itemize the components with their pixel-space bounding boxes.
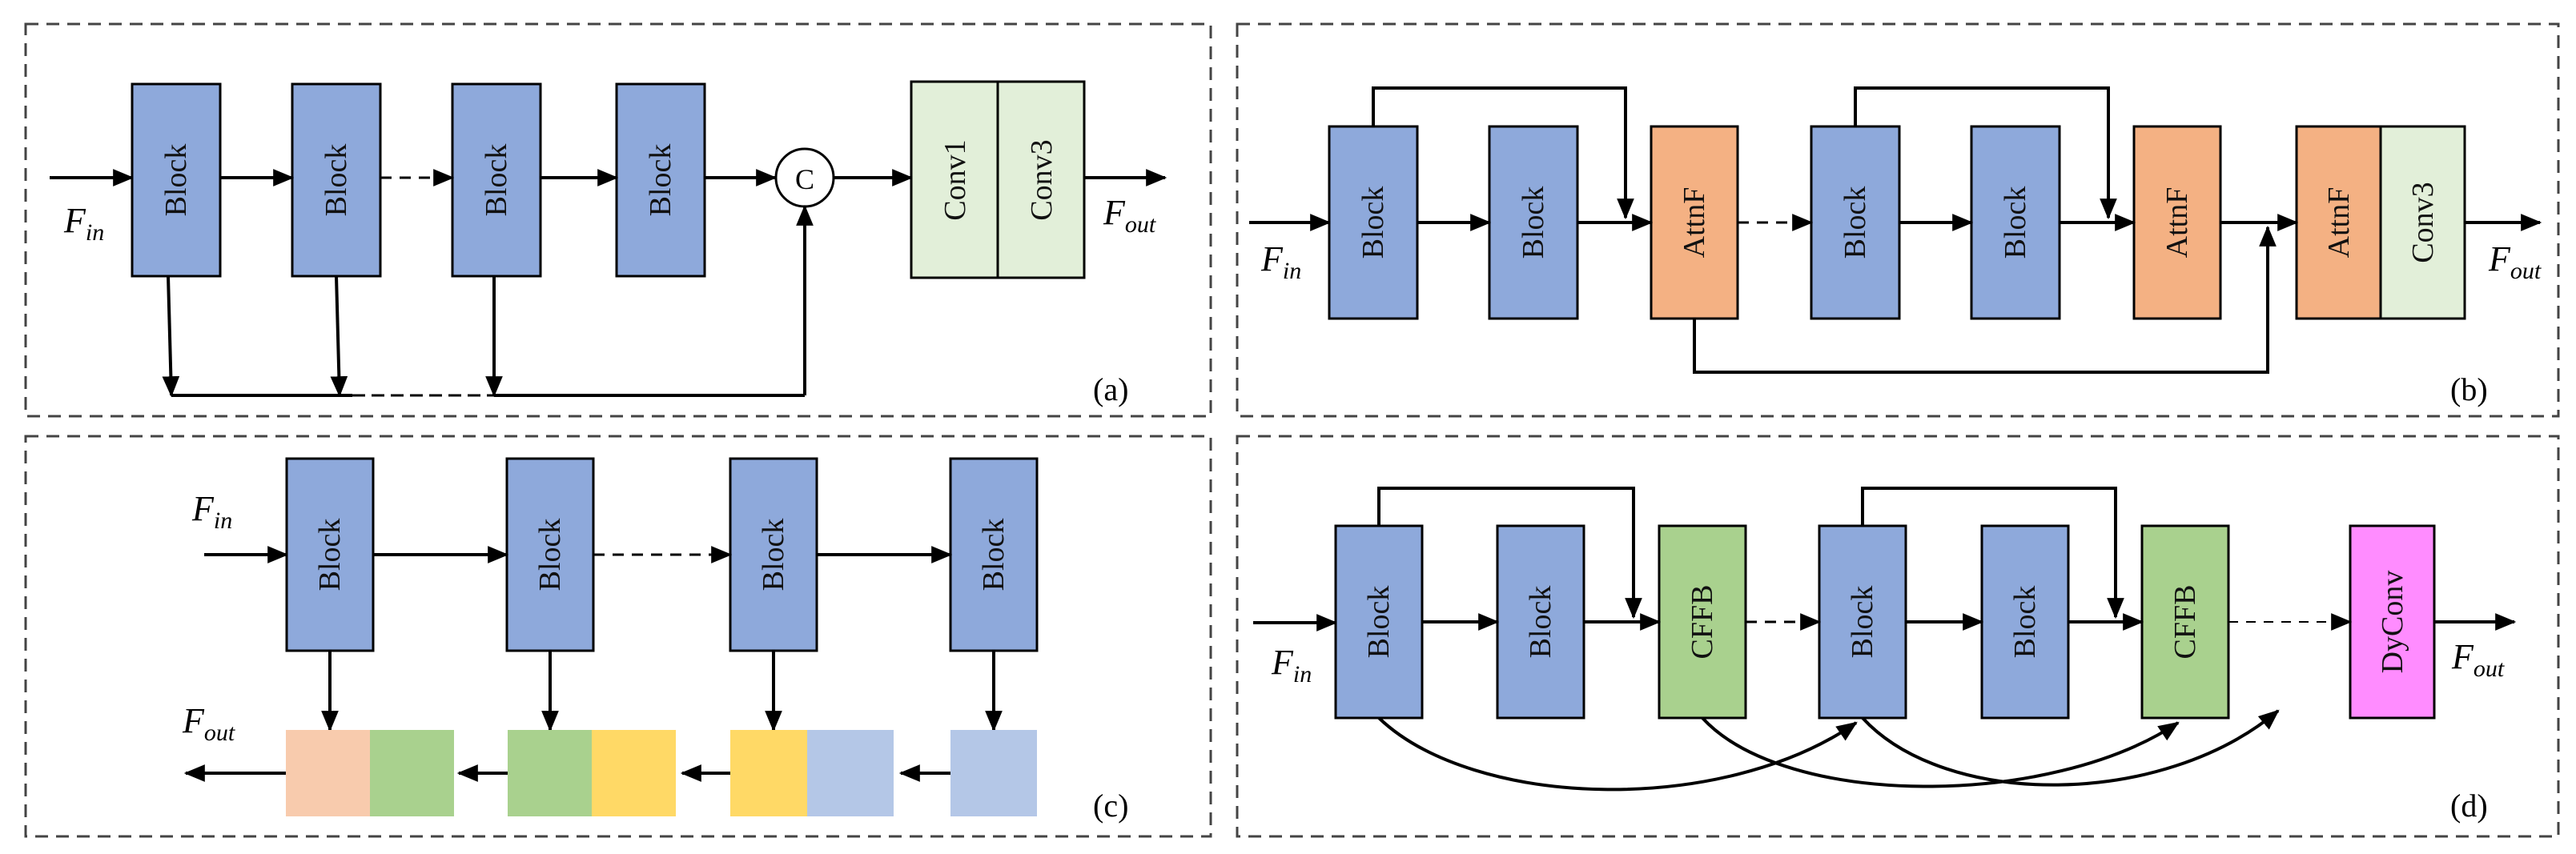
curve-arrow xyxy=(1861,709,2280,787)
panel-d: Fin Block Block CFFB Block Block CFFB xyxy=(1236,435,2560,838)
skip-line xyxy=(1693,225,2277,374)
skip-line xyxy=(330,275,348,398)
cffb-box: CFFB xyxy=(1658,524,1747,720)
svg-text:Block: Block xyxy=(1524,586,1557,659)
svg-text:CFFB: CFFB xyxy=(2168,585,2202,660)
panel-c-border xyxy=(24,435,1212,838)
feature-square xyxy=(592,730,676,816)
feature-square xyxy=(950,730,1037,816)
svg-text:Conv1: Conv1 xyxy=(938,139,972,220)
svg-text:Block: Block xyxy=(319,144,353,217)
curve-arrow xyxy=(1377,716,1858,792)
svg-text:Block: Block xyxy=(644,144,677,217)
conv3-box: Conv3 xyxy=(2379,125,2466,320)
cffb-box: CFFB xyxy=(2140,524,2230,720)
block: Block xyxy=(1970,125,2061,320)
f-in-label: Fin xyxy=(63,201,104,246)
skip-line xyxy=(1854,86,2117,220)
f-out-label: Fout xyxy=(1103,193,1156,238)
feature-square xyxy=(286,730,370,816)
svg-text:Block: Block xyxy=(480,144,513,217)
feature-square xyxy=(370,730,454,816)
svg-text:AttnF: AttnF xyxy=(2160,187,2194,259)
skip-line xyxy=(1372,86,1634,220)
block: Block xyxy=(1496,524,1585,720)
svg-text:Block: Block xyxy=(977,519,1011,591)
f-in-label: Fin xyxy=(1271,643,1312,688)
svg-text:Block: Block xyxy=(1846,586,1879,659)
panel-b: Fin Block Block AttnF Block Block AttnF xyxy=(1236,22,2560,418)
block: Block xyxy=(285,457,375,652)
block: Block xyxy=(949,457,1039,652)
curve-arrow xyxy=(1701,716,2180,788)
feature-square xyxy=(730,730,807,816)
svg-text:Block: Block xyxy=(1839,186,1872,259)
attnf-box: AttnF xyxy=(1650,125,1739,320)
f-out-label: Fout xyxy=(2451,637,2505,682)
svg-text:Block: Block xyxy=(533,519,567,591)
svg-text:Block: Block xyxy=(159,144,193,217)
conv3-box: Conv3 xyxy=(996,80,1086,279)
block: Block xyxy=(291,82,382,278)
block: Block xyxy=(1334,524,1424,720)
block: Block xyxy=(615,82,706,278)
svg-text:CFFB: CFFB xyxy=(1686,585,1719,660)
panel-a-tag: (a) xyxy=(1093,371,1128,407)
block: Block xyxy=(505,457,595,652)
skip-line xyxy=(162,275,180,398)
skip-line xyxy=(1377,487,1642,619)
attnf-box: AttnF xyxy=(2295,125,2382,320)
svg-text:Block: Block xyxy=(1999,186,2032,259)
svg-text:Conv3: Conv3 xyxy=(2406,182,2440,263)
svg-text:AttnF: AttnF xyxy=(2322,187,2356,259)
panel-a-border xyxy=(24,22,1212,418)
block: Block xyxy=(1328,125,1419,320)
feature-square xyxy=(508,730,592,816)
svg-text:Block: Block xyxy=(2008,586,2042,659)
feature-square xyxy=(807,730,894,816)
f-in-label: Fin xyxy=(191,489,232,534)
conv1-box: Conv1 xyxy=(910,80,999,279)
block: Block xyxy=(131,82,222,278)
block: Block xyxy=(1980,524,2070,720)
skip-line xyxy=(1861,487,2124,619)
svg-text:DyConv: DyConv xyxy=(2376,571,2409,674)
block: Block xyxy=(729,457,818,652)
block: Block xyxy=(1810,125,1901,320)
f-in-label: Fin xyxy=(1260,239,1301,284)
panel-a: Fin Block Block Block Block C xyxy=(24,22,1212,418)
panel-d-border xyxy=(1236,435,2560,838)
panel-b-border xyxy=(1236,22,2560,418)
svg-text:Block: Block xyxy=(1362,586,1396,659)
svg-text:Conv3: Conv3 xyxy=(1025,139,1059,220)
panel-d-tag: (d) xyxy=(2450,788,2488,824)
svg-text:C: C xyxy=(795,163,814,195)
concat-node: C xyxy=(774,147,835,208)
f-out-label: Fout xyxy=(2488,239,2542,284)
svg-text:Block: Block xyxy=(757,519,790,591)
block: Block xyxy=(451,82,542,278)
svg-text:AttnF: AttnF xyxy=(1678,187,1711,259)
block: Block xyxy=(1818,524,1907,720)
attnf-box: AttnF xyxy=(2132,125,2222,320)
block: Block xyxy=(1488,125,1579,320)
dyconv-box: DyConv xyxy=(2349,524,2436,720)
svg-text:Block: Block xyxy=(1517,186,1550,259)
svg-text:Block: Block xyxy=(1356,186,1390,259)
svg-text:Block: Block xyxy=(313,519,347,591)
panel-c: Fin Block Block Block Block xyxy=(24,435,1212,838)
f-out-label: Fout xyxy=(182,701,235,746)
panel-c-tag: (c) xyxy=(1093,788,1128,824)
panel-b-tag: (b) xyxy=(2450,371,2488,407)
